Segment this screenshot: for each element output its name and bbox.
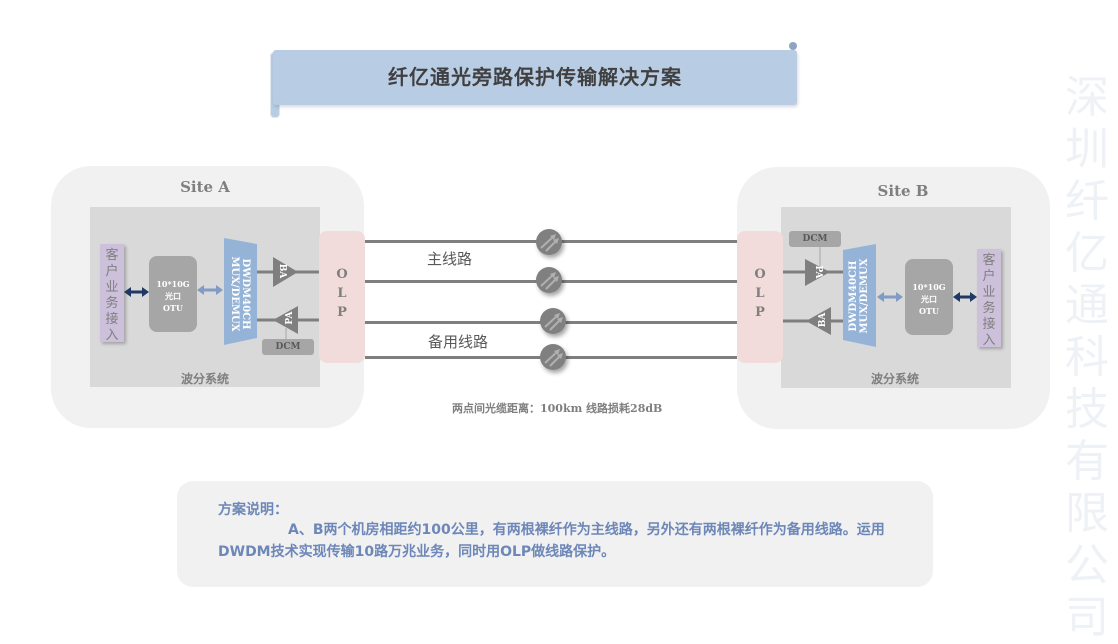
- site-b-ba-amplifier: [806, 307, 831, 335]
- site-b-dcm: DCM: [789, 231, 841, 247]
- olp-letter: P: [755, 305, 765, 320]
- title-banner: [273, 50, 797, 105]
- site-b-mux-otu-arrow: [877, 292, 903, 302]
- fiber-connector-icon: [536, 267, 562, 293]
- olp-letter: O: [754, 267, 766, 282]
- otu-label: OTU: [163, 303, 183, 313]
- site-b-client-access: 客户业务接入: [977, 249, 1001, 348]
- site-b-olp: O L P: [737, 231, 783, 363]
- fiber-connector-icon: [540, 344, 566, 370]
- otu-port-label: 光口: [165, 291, 181, 301]
- site-a-dcm: DCM: [262, 339, 314, 355]
- site-b-otu-client-arrow: [953, 292, 977, 302]
- site-a-otu-mux-arrow: [197, 285, 223, 295]
- site-b-pa-amplifier: [805, 259, 830, 286]
- distance-info: 两点间光缆距离：100km 线路损耗28dB: [452, 402, 663, 415]
- site-a-otu: 10*10G 光口 OTU: [149, 256, 197, 332]
- page-title: 纤亿通光旁路保护传输解决方案: [388, 65, 682, 89]
- solution-note-body: A、B两个机房相距约100公里，有两根裸纤作为主线路，另外还有两根裸纤作为备用线…: [218, 522, 885, 560]
- olp-letter: O: [336, 267, 348, 282]
- backup-route-label: 备用线路: [428, 333, 489, 351]
- otu-port-label: 光口: [921, 294, 937, 304]
- site-b-mux-demux: [843, 244, 876, 347]
- site-a-olp: O L P: [319, 231, 365, 363]
- fiber-connector-icon: [536, 229, 562, 255]
- primary-route-label: 主线路: [427, 250, 473, 268]
- olp-letter: L: [337, 286, 347, 301]
- site-b-otu: 10*10G 光口 OTU: [905, 259, 953, 335]
- site-a-client-access: 客户业务接入: [100, 244, 124, 343]
- site-b-label: Site B: [877, 182, 929, 200]
- olp-letter: P: [337, 305, 347, 320]
- site-a-ba-amplifier: [273, 257, 298, 287]
- solution-note-title: 方案说明：: [218, 502, 288, 518]
- banner-scroll-curl: [789, 42, 797, 50]
- otu-capacity: 10*10G: [912, 282, 946, 292]
- site-a-client-otu-arrow: [124, 287, 149, 297]
- site-a-label: Site A: [180, 178, 230, 196]
- site-a-wdm-system: [90, 207, 320, 387]
- site-a-mux-demux: [224, 238, 257, 345]
- site-a-pa-amplifier: [273, 306, 298, 334]
- otu-capacity: 10*10G: [156, 279, 190, 289]
- olp-letter: L: [755, 286, 765, 301]
- solution-note-box: [177, 481, 933, 587]
- site-b-wdm-label: 波分系统: [870, 372, 919, 386]
- site-a-wdm-label: 波分系统: [180, 372, 229, 386]
- otu-label: OTU: [919, 306, 939, 316]
- fiber-connector-icon: [540, 308, 566, 334]
